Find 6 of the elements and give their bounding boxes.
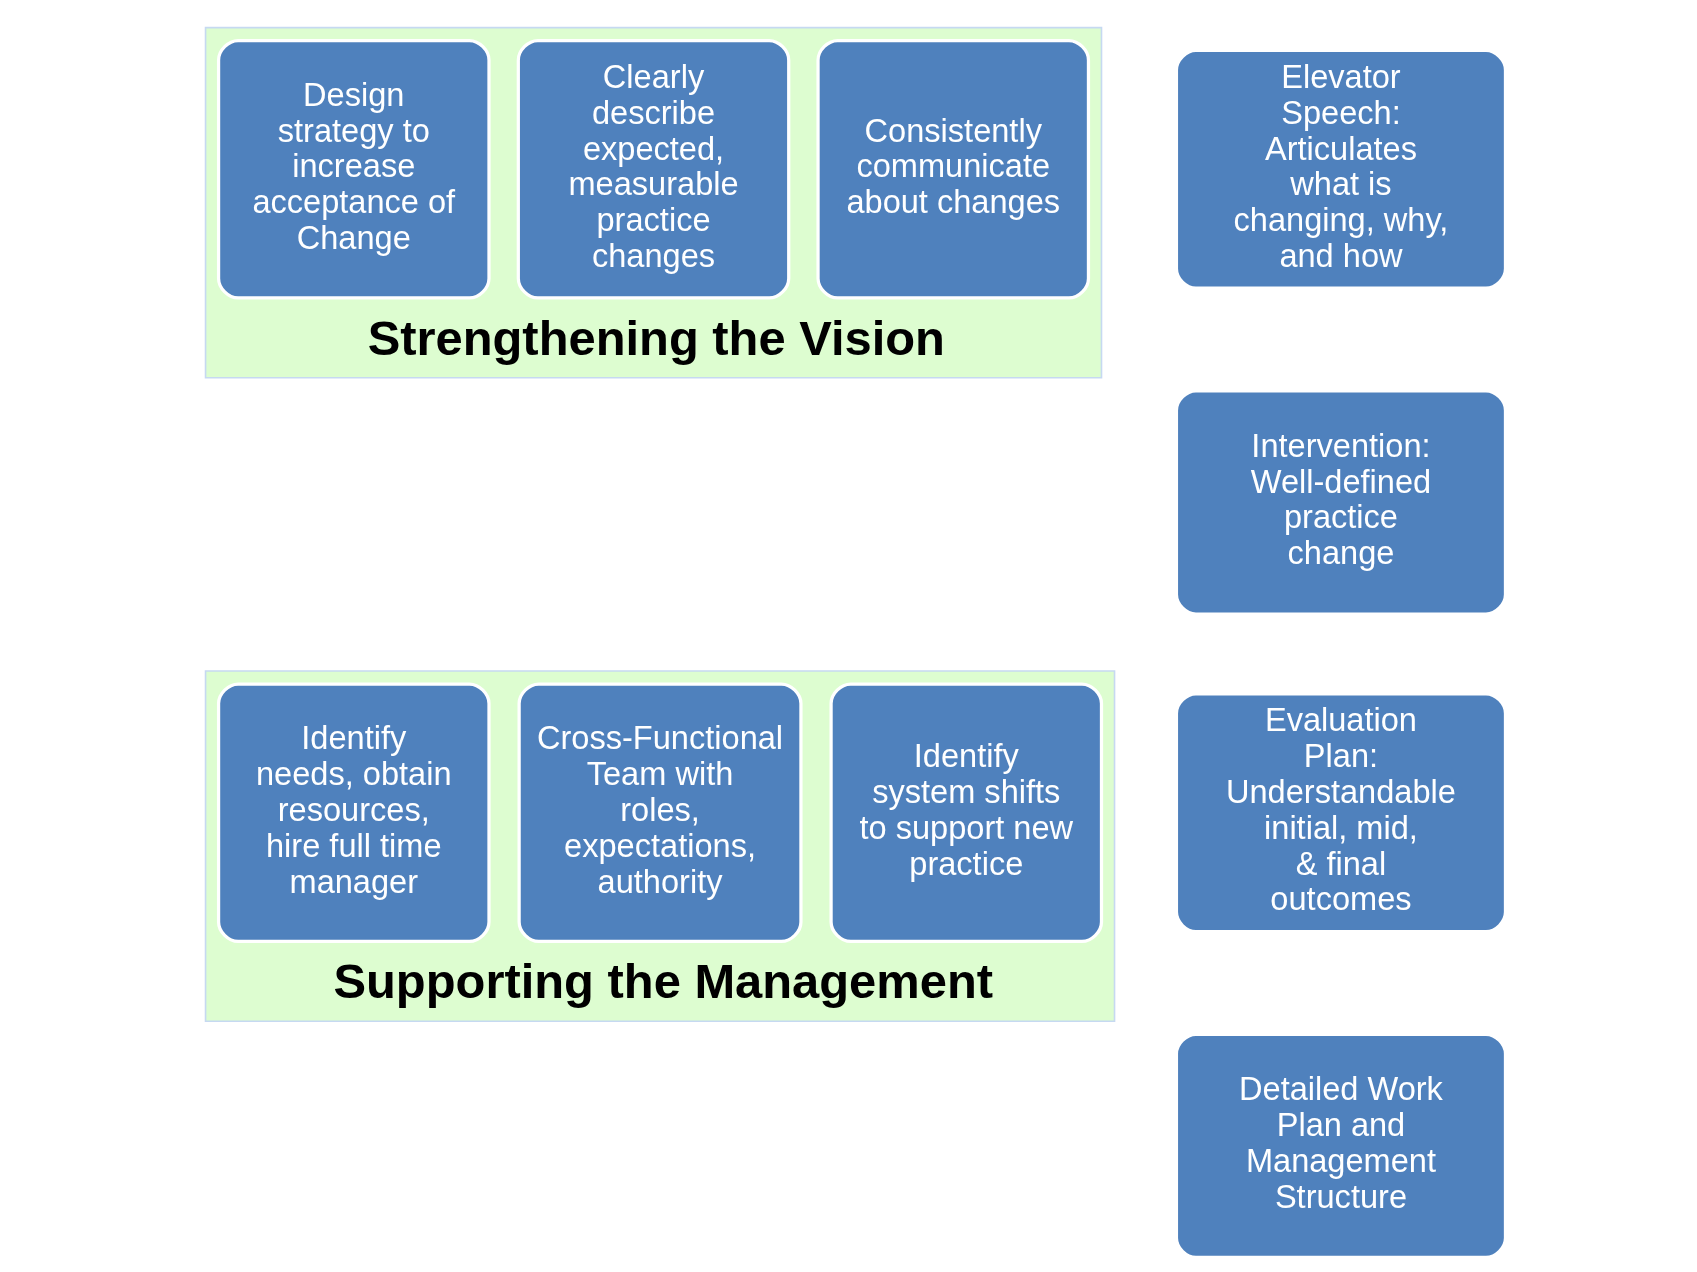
node-box: Consistently communicate about changes <box>815 38 1090 300</box>
node-box: Identify system shifts to support new practice <box>828 682 1103 944</box>
node-box: Identify needs, obtain resources, hire full time manager <box>216 682 491 944</box>
node-box: Design strategy to increase acceptance of Change <box>216 38 491 300</box>
node-box: Cross-Functional Team with roles, expectations, authority <box>517 682 803 944</box>
node-box: Clearly describe expected, measurable practice changes <box>516 38 790 300</box>
